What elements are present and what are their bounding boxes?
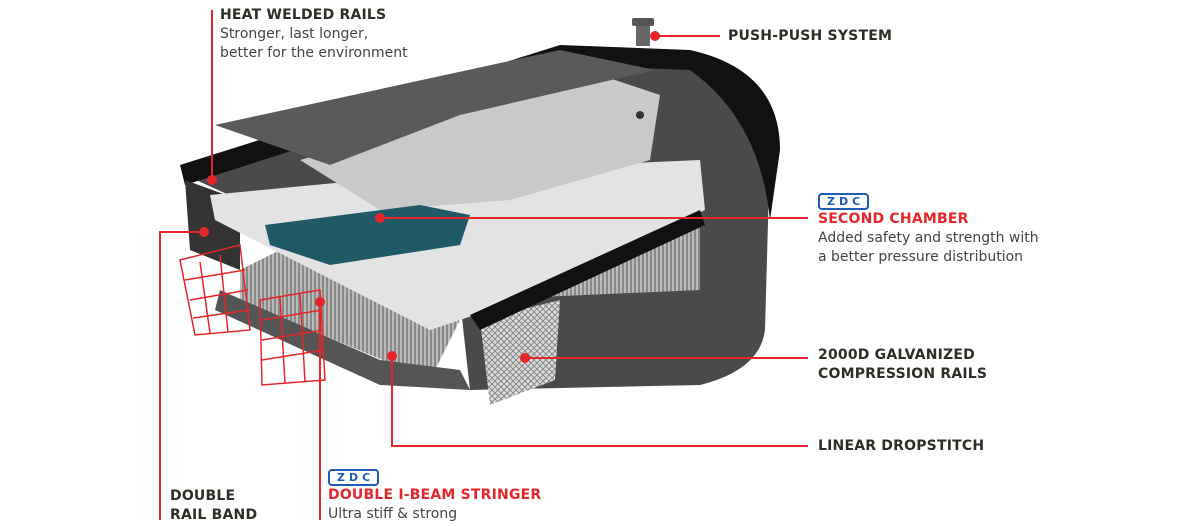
callout-heat-welded-rails: HEAT WELDED RAILS Stronger, last longer,…: [220, 6, 408, 63]
valve-icon: [632, 18, 654, 46]
stringer-desc: Ultra stiff & strong: [328, 506, 458, 522]
callout-galvanized-rails: 2000D GALVANIZED COMPRESSION RAILS: [818, 346, 987, 384]
rail-band-line-1: DOUBLE: [170, 488, 236, 504]
heat-welded-desc-2: better for the environment: [220, 45, 408, 61]
rail-band-frames: [179, 244, 326, 386]
compression-mesh: [480, 300, 560, 405]
second-chamber-title: SECOND CHAMBER: [818, 211, 969, 227]
bottom-layer: [215, 290, 470, 390]
second-chamber-desc-1: Added safety and strength with: [818, 230, 1039, 246]
second-chamber: [265, 205, 470, 265]
carbon-top: [215, 50, 655, 165]
callout-dots: [199, 31, 660, 363]
zdc-badge: ZDC: [328, 469, 380, 486]
callout-double-rail-band: DOUBLE RAIL BAND: [170, 487, 257, 525]
heat-welded-title: HEAT WELDED RAILS: [220, 7, 387, 23]
callout-lines: [159, 10, 808, 520]
rail-band-line-2: RAIL BAND: [170, 507, 258, 523]
galvanized-line-1: 2000D GALVANIZED: [818, 347, 975, 363]
stringer-title: DOUBLE I-BEAM STRINGER: [328, 487, 542, 503]
deck-mesh: [300, 75, 660, 210]
zdc-badge: ZDC: [818, 193, 870, 210]
heat-welded-desc-1: Stronger, last longer,: [220, 26, 369, 42]
linear-dropstitch-title: LINEAR DROPSTITCH: [818, 438, 985, 454]
push-push-title: PUSH-PUSH SYSTEM: [728, 28, 893, 44]
galvanized-line-2: COMPRESSION RAILS: [818, 366, 988, 382]
callout-second-chamber: ZDC SECOND CHAMBER Added safety and stre…: [818, 190, 1039, 267]
callout-double-i-beam-stringer: ZDC DOUBLE I-BEAM STRINGER Ultra stiff &…: [328, 466, 541, 524]
second-chamber-desc-2: a better pressure distribution: [818, 249, 1024, 265]
